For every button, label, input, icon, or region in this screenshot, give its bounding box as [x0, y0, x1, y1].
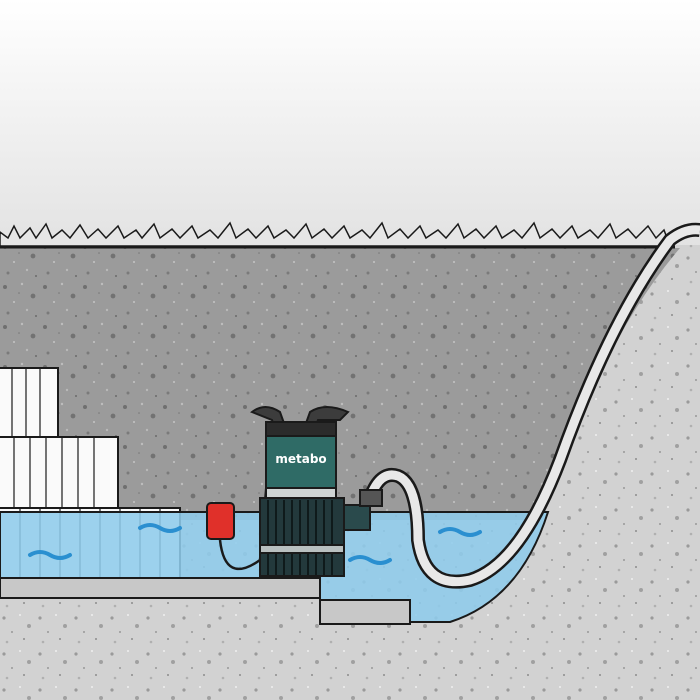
- float-switch: [206, 502, 235, 540]
- pump-motor-housing: [265, 435, 337, 489]
- pump-handle: [249, 406, 350, 443]
- hose-connector: [359, 489, 383, 507]
- floor-slab: [0, 577, 411, 625]
- pit-soil: [0, 248, 680, 520]
- waves: [28, 523, 482, 565]
- sky: [0, 0, 700, 250]
- submersible-pump: metabo: [249, 406, 383, 577]
- outlet-pipe: [343, 504, 371, 531]
- pump-base: [259, 497, 345, 577]
- grass: [0, 221, 672, 247]
- brand-logo: metabo: [275, 452, 326, 466]
